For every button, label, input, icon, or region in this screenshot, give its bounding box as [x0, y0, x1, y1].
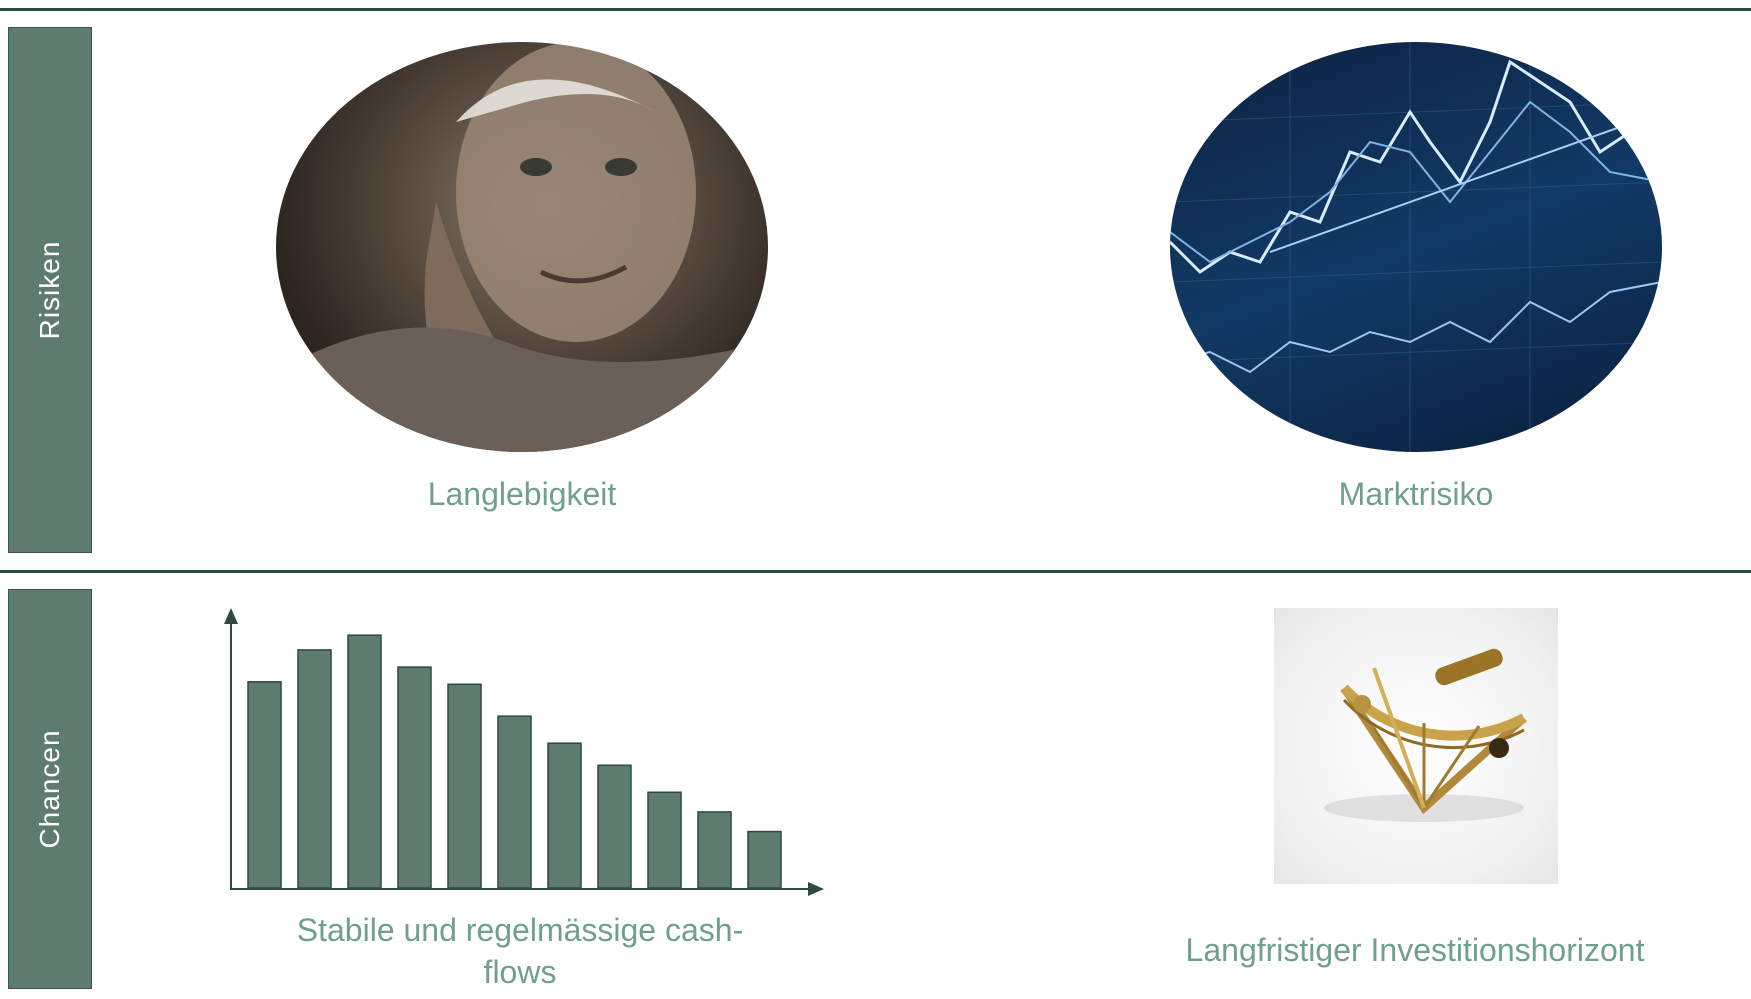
risks-section-tab: Risiken	[8, 27, 92, 553]
sextant-photo	[1274, 608, 1558, 884]
bar-1	[247, 681, 282, 889]
chances-section-tab: Chancen	[8, 589, 92, 989]
bar-5	[447, 683, 482, 889]
caption-langlebigkeit: Langlebigkeit	[427, 476, 617, 512]
bar-6	[497, 715, 532, 889]
caption-cash-flows-line2: flows	[483, 953, 557, 990]
caption-cash-flows: Stabile und regelmässige cash- flows	[210, 910, 830, 993]
bar-10	[697, 811, 732, 889]
elderly-man-illustration	[276, 42, 768, 452]
caption-marktrisiko: Marktrisiko	[1338, 476, 1494, 512]
elderly-man-photo	[276, 42, 768, 452]
sextant-illustration	[1324, 648, 1527, 822]
cash-flow-bar-chart	[224, 608, 824, 896]
stock-chart-illustration	[1170, 42, 1662, 452]
y-axis-arrow	[224, 608, 238, 624]
bar-3	[347, 634, 382, 889]
top-divider	[0, 8, 1751, 11]
bar-2	[297, 649, 332, 889]
chances-section-label: Chancen	[34, 729, 65, 849]
stock-chart-photo	[1170, 42, 1662, 452]
bar-8	[597, 764, 632, 889]
risks-section-label: Risiken	[34, 240, 65, 340]
caption-investitionshorizont: Langfristiger Investitionshorizont	[1185, 932, 1645, 968]
caption-cash-flows-line1: Stabile und regelmässige cash-	[296, 912, 744, 948]
middle-divider	[0, 570, 1751, 573]
x-axis-arrow	[808, 882, 824, 896]
bar-9	[647, 791, 682, 889]
bar-4	[397, 666, 432, 889]
bar-7	[547, 742, 582, 889]
bar-11	[747, 830, 782, 889]
